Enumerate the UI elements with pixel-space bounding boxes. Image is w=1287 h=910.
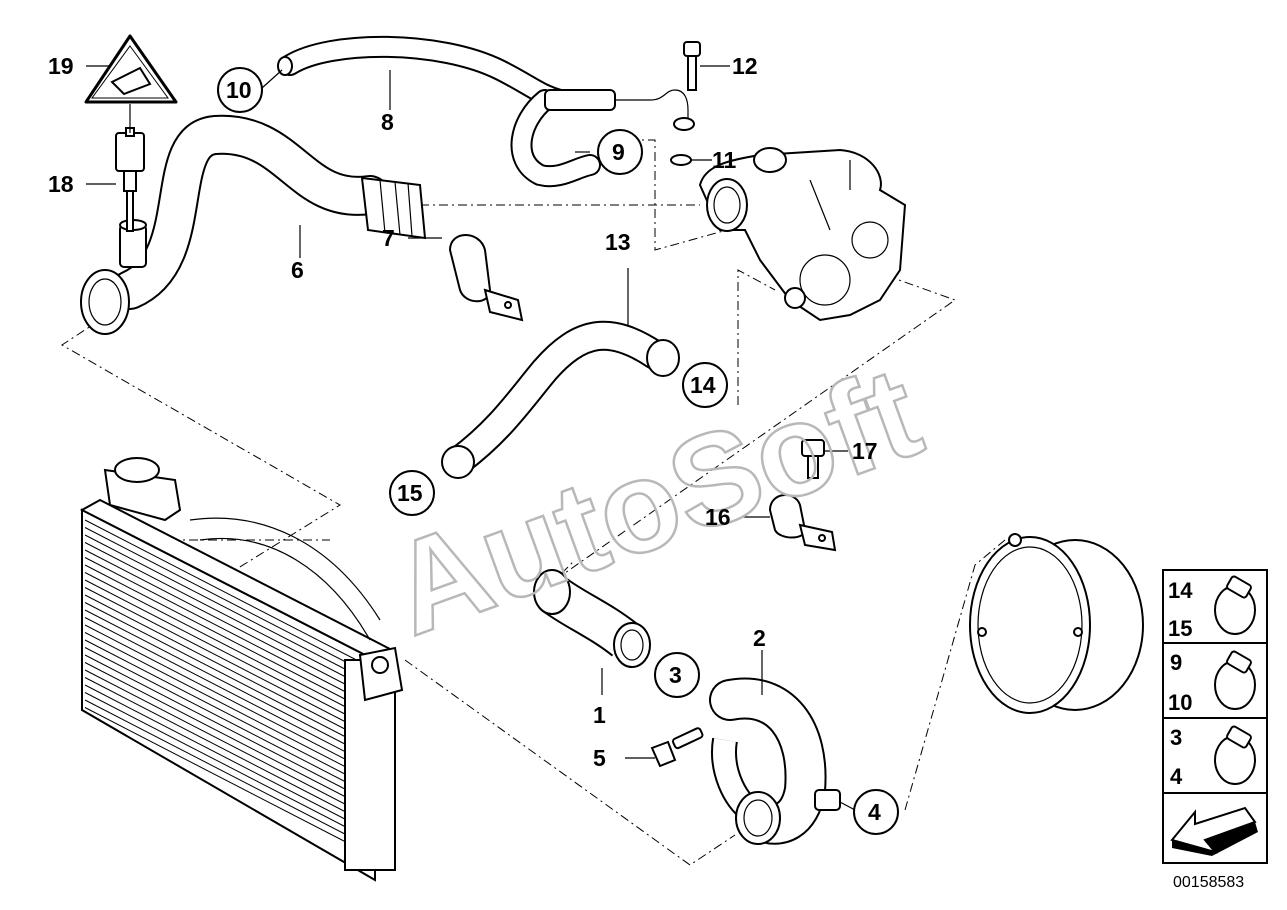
- part-label-13[interactable]: 13: [605, 229, 631, 255]
- part-label-5[interactable]: 5: [593, 745, 606, 771]
- bolt-17[interactable]: [801, 439, 848, 479]
- temperature-sensor-18[interactable]: [115, 127, 145, 232]
- legend-label-15: 15: [1168, 616, 1192, 641]
- bolt-12[interactable]: [683, 41, 730, 91]
- hose-clamp-icon: [1214, 575, 1256, 635]
- bracket-clamp-16[interactable]: [742, 494, 837, 552]
- hose-clamp-icon: [1214, 725, 1256, 785]
- part-label-12[interactable]: 12: [732, 53, 758, 79]
- legend-label-9: 9: [1170, 650, 1182, 675]
- leader-lines: [86, 65, 629, 325]
- hose-13[interactable]: [441, 320, 680, 479]
- seal-ring-11[interactable]: [670, 154, 712, 166]
- part-label-18[interactable]: 18: [48, 171, 74, 197]
- part-label-4[interactable]: 4: [868, 799, 881, 825]
- pipe-2[interactable]: [709, 650, 856, 845]
- part-label-16[interactable]: 16: [705, 504, 731, 530]
- radiator-fins: [84, 519, 373, 856]
- part-label-1[interactable]: 1: [593, 702, 606, 728]
- part-label-10[interactable]: 10: [226, 77, 252, 103]
- part-label-3[interactable]: 3: [669, 662, 682, 688]
- legend-label-10: 10: [1168, 690, 1192, 715]
- bolt-5[interactable]: [625, 727, 704, 768]
- part-label-7[interactable]: 7: [382, 225, 395, 251]
- radiator[interactable]: [79, 457, 404, 882]
- legend-label-14: 14: [1168, 578, 1193, 603]
- watermark: AutoSoft: [371, 337, 939, 664]
- part-label-11[interactable]: 11: [712, 147, 737, 173]
- part-label-6[interactable]: 6: [291, 257, 304, 283]
- warning-label-19[interactable]: [84, 34, 178, 133]
- part-numbers: 1 2 3 4 5 6 7 8 9 10 11 12 13 14 15 16 1…: [48, 53, 881, 825]
- watermark-text: AutoSoft: [372, 338, 938, 663]
- part-label-17[interactable]: 17: [852, 438, 878, 464]
- bracket-clamp-7[interactable]: [448, 234, 524, 322]
- vent-hose-8[interactable]: [277, 35, 695, 188]
- legend-panel: 14 15 9 10 3 4: [1162, 569, 1268, 864]
- hose-6[interactable]: [80, 114, 427, 335]
- thermostat-housing: [698, 147, 907, 322]
- hose-clamp-icon: [1214, 650, 1256, 710]
- legend-label-4: 4: [1170, 764, 1183, 789]
- part-label-14[interactable]: 14: [690, 372, 716, 398]
- part-label-19[interactable]: 19: [48, 53, 74, 79]
- arrow-icon: [1170, 806, 1258, 856]
- legend-label-3: 3: [1170, 725, 1182, 750]
- pipe-1[interactable]: [533, 569, 651, 695]
- part-label-2[interactable]: 2: [753, 625, 766, 651]
- part-label-15[interactable]: 15: [397, 480, 423, 506]
- fan-ring[interactable]: [969, 533, 1144, 714]
- circle-labels: [217, 67, 899, 835]
- part-label-8[interactable]: 8: [381, 109, 394, 135]
- part-label-9[interactable]: 9: [612, 139, 625, 165]
- diagram-code: 00158583: [1173, 874, 1244, 891]
